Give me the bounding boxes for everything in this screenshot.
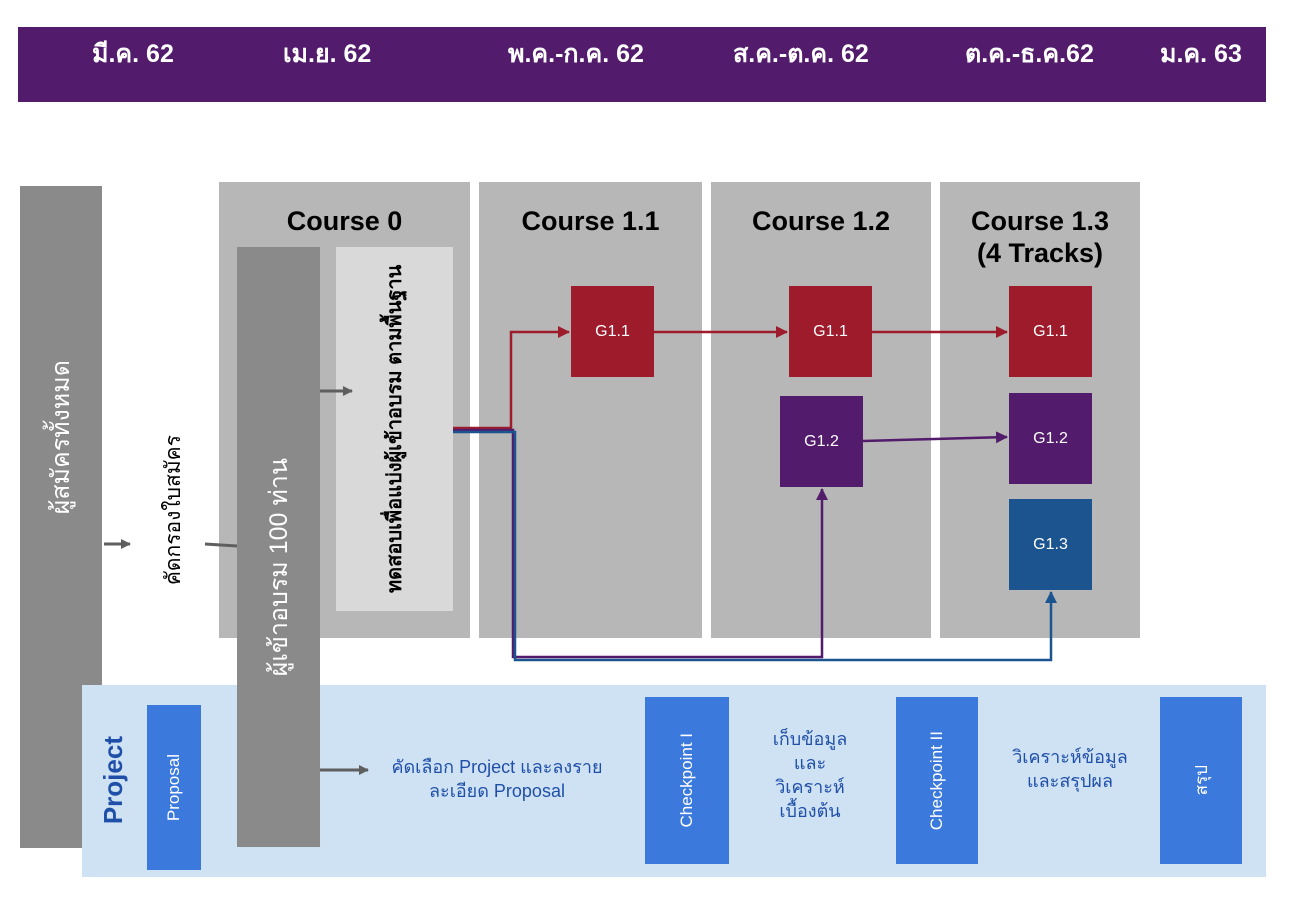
collect-data-step: เก็บข้อมูล และ วิเคราะห์ เบื้องต้น (745, 727, 875, 823)
timeline-period: ม.ค. 63 (1160, 40, 1242, 68)
trainees-column: ผู้เข้าอบรม 100 ท่าน (237, 247, 320, 847)
course-1-3-group-g1-1: G1.1 (1009, 286, 1092, 377)
placement-test-box: ทดสอบเพื่อแบ่งผู้เข้าอบรม ตามพื้นฐาน (336, 247, 453, 611)
project-select-line: ละเอียด Proposal (429, 781, 565, 801)
course-1-2-group-g1-1: G1.1 (789, 286, 872, 377)
summary-box: สรุป (1160, 697, 1242, 864)
collect-data-line: และ (793, 753, 827, 773)
course-0-title: Course 0 (286, 206, 403, 236)
proposal-box: Proposal (147, 705, 201, 870)
course-1-3-title: Course 1.3 (970, 206, 1110, 236)
analyze-line: และสรุปผล (1027, 771, 1113, 791)
timeline-period: มี.ค. 62 (92, 40, 174, 68)
course-1-2-title: Course 1.2 (751, 206, 891, 236)
course-1-3-group-g1-2: G1.2 (1009, 393, 1092, 484)
project-select-line: คัดเลือก Project และลงราย (391, 757, 603, 777)
test-to-g1-1-arrow (453, 326, 570, 430)
timeline-period: ส.ค.-ต.ค. 62 (733, 40, 869, 68)
timeline-period: ต.ค.-ธ.ค.62 (965, 40, 1094, 68)
collect-data-line: เบื้องต้น (779, 801, 841, 821)
test-to-g1-3-arrow (453, 430, 1057, 662)
course-1-2-group-g1-2: G1.2 (780, 396, 863, 487)
checkpoint-1-box: Checkpoint I (645, 697, 729, 864)
course-1-2-to-1-3-g1-2-arrow (862, 431, 1008, 444)
timeline-period: พ.ค.-ก.ค. 62 (508, 40, 644, 68)
course-1-3-subtitle: (4 Tracks) (976, 238, 1104, 268)
course-1-3-group-g1-3: G1.3 (1009, 499, 1092, 590)
course-1-1-title: Course 1.1 (521, 206, 660, 236)
collect-data-line: วิเคราะห์ (775, 777, 845, 797)
timeline-header (18, 27, 1266, 102)
analyze-step: วิเคราะห์ข้อมูล และสรุปผล (990, 745, 1150, 793)
timeline-period: เม.ย. 62 (283, 40, 372, 68)
course-1-1-group-g1-1: G1.1 (571, 286, 654, 377)
project-select-step: คัดเลือก Project และลงราย ละเอียด Propos… (352, 755, 642, 803)
test-to-g1-2-arrow (453, 428, 828, 659)
checkpoint-2-box: Checkpoint II (896, 697, 978, 864)
collect-data-line: เก็บข้อมูล (772, 729, 848, 749)
analyze-line: วิเคราะห์ข้อมูล (1012, 747, 1128, 767)
screening-to-trainees-line (204, 542, 238, 548)
